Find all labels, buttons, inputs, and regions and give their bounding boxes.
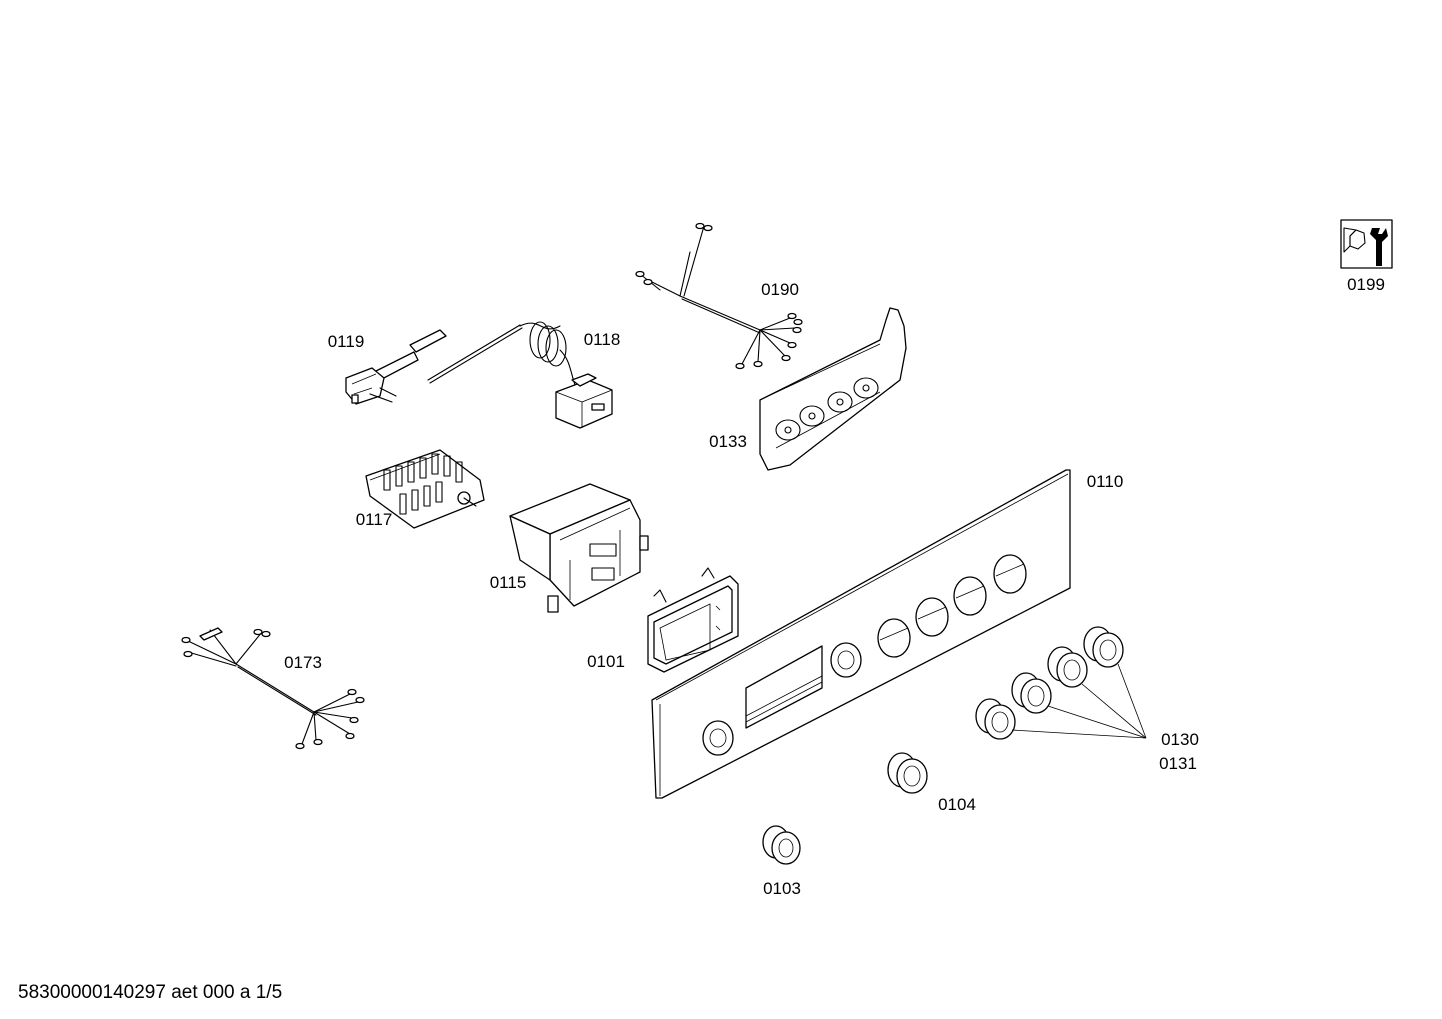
- service-tool-icon: [1340, 219, 1393, 269]
- label-0190: 0190: [761, 280, 799, 299]
- control-knob-0104: [887, 752, 928, 794]
- display-board-0101: [647, 567, 739, 673]
- label-0103: 0103: [763, 879, 801, 898]
- label-0101: 0101: [587, 652, 625, 671]
- label-0110: 0110: [1087, 472, 1124, 491]
- label-0115: 0115: [490, 573, 527, 592]
- control-knobs-0130-0131: [975, 626, 1147, 740]
- label-0117: 0117: [356, 510, 393, 529]
- label-0104: 0104: [938, 795, 976, 814]
- label-0199: 0199: [1347, 275, 1385, 294]
- electronic-module-0115: [509, 483, 649, 613]
- label-0119: 0119: [328, 332, 365, 351]
- wire-harness-0173: [181, 627, 365, 750]
- selector-switch-0117: [365, 449, 485, 529]
- control-panel-0110: [651, 469, 1071, 799]
- thermostat-0118: [427, 321, 613, 429]
- label-0173: 0173: [284, 653, 322, 672]
- switch-bracket-0119: [345, 329, 447, 405]
- label-0118: 0118: [584, 330, 621, 349]
- label-0133: 0133: [709, 432, 747, 451]
- wire-harness-0190: [635, 222, 803, 370]
- drawing-footer: 58300000140297 aet 000 a 1/5: [18, 982, 282, 1003]
- label-0131: 0131: [1159, 754, 1197, 773]
- control-knob-0103: [762, 825, 801, 865]
- mounting-plate-0133: [759, 307, 907, 471]
- label-0130: 0130: [1161, 730, 1199, 749]
